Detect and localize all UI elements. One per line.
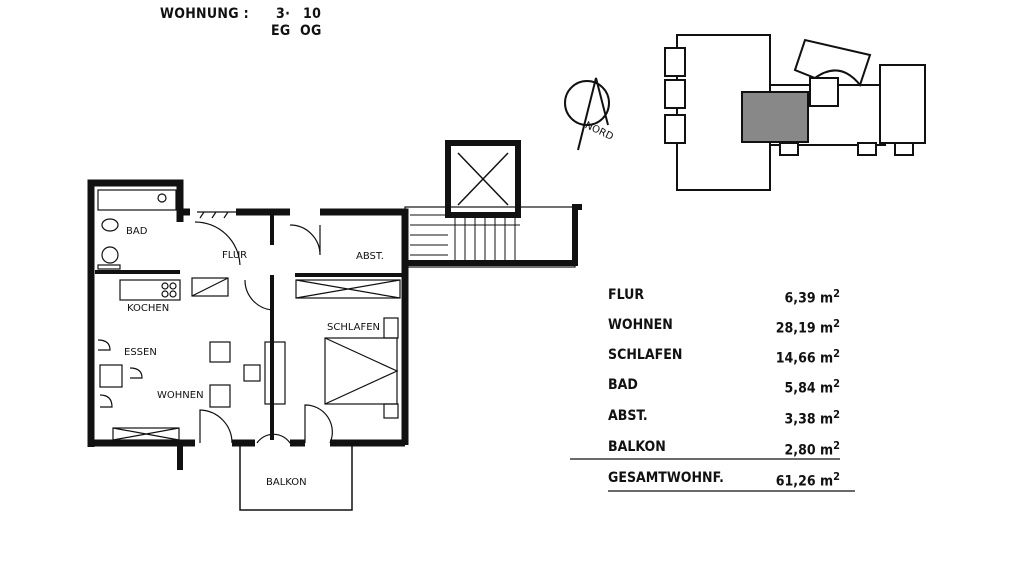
room-labels: BAD FLUR ABST. KOCHEN ESSEN WOHNEN SCHLA… — [124, 226, 384, 488]
area-value: 6,39 m2 — [784, 287, 840, 307]
walls — [87, 179, 409, 511]
apartment-number-og: 10 — [303, 6, 322, 22]
area-label: SCHLAFEN — [608, 347, 683, 363]
compass-label: NORD — [583, 120, 615, 143]
area-label: WOHNEN — [608, 317, 673, 333]
site-key-plan — [664, 34, 926, 191]
area-label: ABST. — [608, 408, 648, 424]
room-label-bad: BAD — [126, 226, 148, 237]
floor-og: OG — [300, 23, 322, 39]
area-row: BAD 5,84 m2 — [608, 377, 840, 399]
furniture — [97, 189, 401, 441]
room-label-flur: FLUR — [222, 250, 247, 261]
apartment-number-eg: 3· — [276, 6, 291, 22]
room-label-wohnen: WOHNEN — [157, 390, 204, 401]
north-compass-icon: NORD — [564, 77, 615, 151]
floor-eg: EG — [271, 23, 291, 39]
apartment-label: WOHNUNG : — [160, 6, 249, 22]
area-value: 28,19 m2 — [775, 317, 840, 337]
area-label: BALKON — [608, 439, 666, 455]
area-row: ABST. 3,38 m2 — [608, 408, 840, 430]
doors — [194, 221, 333, 444]
area-row: FLUR 6,39 m2 — [608, 287, 840, 309]
area-value: 5,84 m2 — [784, 377, 840, 397]
area-row: SCHLAFEN 14,66 m2 — [608, 347, 840, 369]
area-row: WOHNEN 28,19 m2 — [608, 317, 840, 339]
room-label-essen: ESSEN — [124, 347, 157, 358]
room-label-balkon: BALKON — [266, 477, 307, 488]
area-row: BALKON 2,80 m2 — [608, 439, 840, 461]
area-row: GESAMTWOHNF. 61,26 m2 — [608, 470, 840, 492]
area-label: FLUR — [608, 287, 645, 303]
area-label: BAD — [608, 377, 638, 393]
room-label-schlafen: SCHLAFEN — [327, 322, 380, 333]
area-label: GESAMTWOHNF. — [608, 470, 724, 486]
area-value: 2,80 m2 — [784, 439, 840, 459]
area-value: 61,26 m2 — [775, 470, 840, 490]
area-value: 3,38 m2 — [784, 408, 840, 428]
staircase — [404, 140, 582, 268]
room-label-abst: ABST. — [356, 251, 384, 262]
area-value: 14,66 m2 — [775, 347, 840, 367]
room-label-kochen: KOCHEN — [127, 303, 169, 314]
